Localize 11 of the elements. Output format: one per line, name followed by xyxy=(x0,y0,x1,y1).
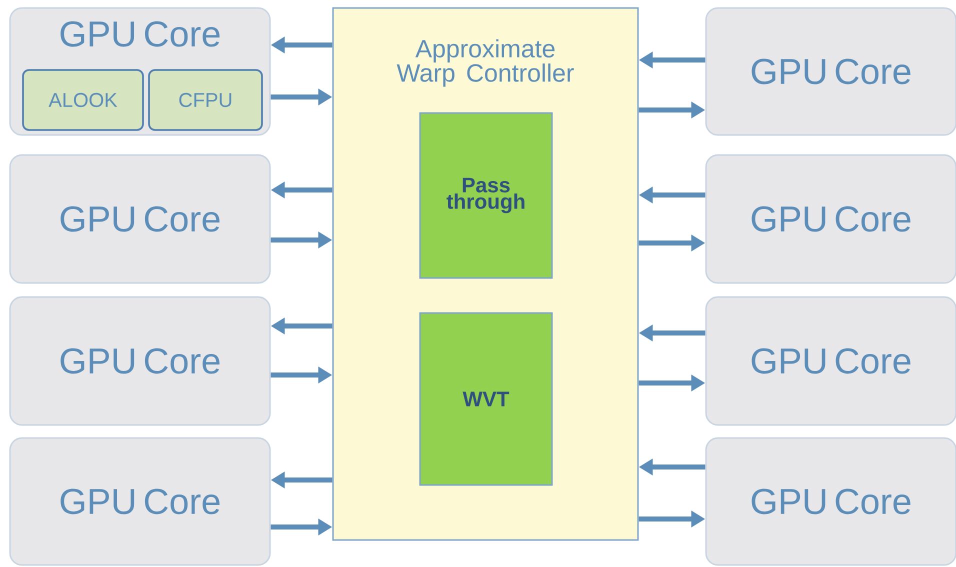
core-box: GPU Core xyxy=(9,154,271,284)
unit-box: Pass through xyxy=(419,112,553,279)
unit-box: ALOOK xyxy=(22,69,144,131)
core-box: GPU Core xyxy=(9,437,271,566)
core-box: GPU Core xyxy=(705,437,956,566)
core-box: GPU Core xyxy=(705,296,956,426)
core-box: GPU Core xyxy=(705,154,956,284)
core-box: GPU Core xyxy=(705,7,956,136)
unit-box: WVT xyxy=(419,312,553,486)
unit-box: CFPU xyxy=(148,69,263,131)
core-box: GPU Core xyxy=(9,296,271,426)
